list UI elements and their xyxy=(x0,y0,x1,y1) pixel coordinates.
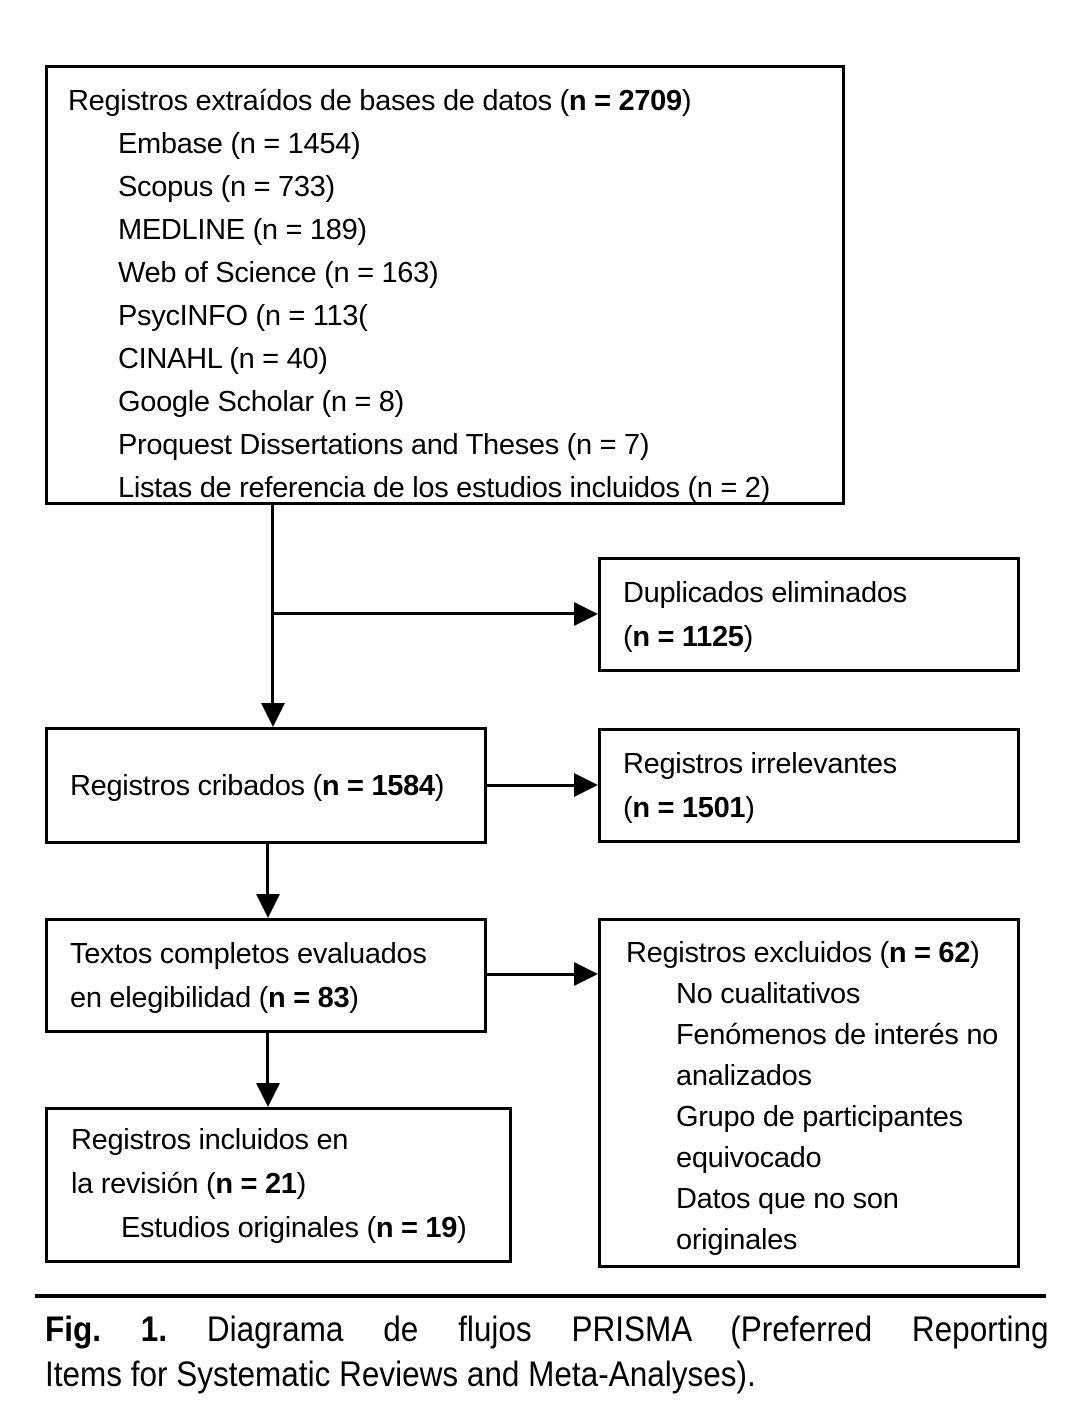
duplicates-count: n = 1125 xyxy=(632,620,744,653)
identification-box: Registros extraídos de bases de datos (n… xyxy=(45,65,845,505)
duplicates-removed-count-line: (n = 1125) xyxy=(623,615,1007,659)
arrowhead-into-screened xyxy=(261,703,285,727)
identification-title-suffix: ) xyxy=(681,85,692,117)
source-item-embase: Embase (n = 1454) xyxy=(118,128,361,160)
source-item-reference-lists: Listas de referencia de los estudios inc… xyxy=(118,472,770,504)
caption-divider xyxy=(35,1294,1046,1298)
source-item-web-of-science: Web of Science (n = 163) xyxy=(118,257,439,289)
exclusion-reason-phenomena: Fenómenos de interés no analizados xyxy=(676,1019,998,1092)
exclusion-reason-not-original: Datos que no son originales xyxy=(676,1183,899,1256)
figure-caption: Fig. 1. Diagrama de flujos PRISMA (Prefe… xyxy=(45,1307,1049,1397)
arrowhead-into-irrelevant xyxy=(574,773,598,797)
duplicates-removed-label: Duplicados eliminados xyxy=(623,576,907,609)
records-excluded-box: Registros excluidos (n = 62) No cualitat… xyxy=(598,918,1020,1268)
records-included-box: Registros incluidos en la revisión (n = … xyxy=(45,1107,512,1263)
original-studies-label: Estudios originales ( xyxy=(121,1212,376,1244)
records-excluded-label: Registros excluidos ( xyxy=(626,937,889,969)
included-line2-suffix: ) xyxy=(296,1168,307,1200)
exclusion-reason-wrong-group: Grupo de participantes equivocado xyxy=(676,1101,963,1174)
original-studies-count: n = 19 xyxy=(375,1212,458,1244)
source-item-google-scholar: Google Scholar (n = 8) xyxy=(118,386,404,418)
source-item-medline: MEDLINE (n = 189) xyxy=(118,214,367,246)
duplicates-removed-box: Duplicados eliminados (n = 1125) xyxy=(598,557,1020,672)
figure-caption-line1: Fig. 1. Diagrama de flujos PRISMA (Prefe… xyxy=(45,1307,1049,1352)
connector-screened-to-fulltext xyxy=(266,844,269,896)
arrowhead-into-fulltext xyxy=(256,894,280,918)
included-count: n = 21 xyxy=(215,1168,297,1200)
source-item-scopus: Scopus (n = 733) xyxy=(118,171,335,203)
records-excluded-count: n = 62 xyxy=(888,937,971,969)
records-screened-box: Registros cribados (n = 1584) xyxy=(45,727,487,844)
irrelevant-count-prefix: ( xyxy=(623,791,633,824)
exclusion-reason-not-qualitative: No cualitativos xyxy=(676,978,861,1010)
irrelevant-count-suffix: ) xyxy=(745,791,755,824)
identification-count: n = 2709 xyxy=(568,85,682,117)
irrelevant-records-label: Registros irrelevantes xyxy=(623,747,897,780)
records-screened-count: n = 1584 xyxy=(321,769,435,802)
fulltext-count: n = 83 xyxy=(268,981,350,1014)
fulltext-line2-prefix: en elegibilidad ( xyxy=(70,981,269,1014)
records-included-line1: Registros incluidos en xyxy=(71,1124,349,1156)
irrelevant-records-count-line: (n = 1501) xyxy=(623,786,1007,830)
connector-fulltext-to-included xyxy=(266,1033,269,1085)
irrelevant-count: n = 1501 xyxy=(632,791,746,824)
figure-caption-line2: Items for Systematic Reviews and Meta-An… xyxy=(45,1355,756,1394)
included-line2-prefix: la revisión ( xyxy=(71,1168,216,1200)
identification-title-text: Registros extraídos de bases de datos ( xyxy=(68,85,569,117)
fulltext-assessed-box: Textos completos evaluados en elegibilid… xyxy=(45,918,487,1033)
arrowhead-into-duplicates xyxy=(574,602,598,626)
duplicates-count-suffix: ) xyxy=(743,620,754,653)
source-item-psycinfo: PsycINFO (n = 113( xyxy=(118,300,368,332)
duplicates-count-prefix: ( xyxy=(623,620,633,653)
irrelevant-records-box: Registros irrelevantes (n = 1501) xyxy=(598,728,1020,843)
fulltext-assessed-line2: en elegibilidad (n = 83) xyxy=(70,976,478,1020)
figure-caption-text: Diagrama de flujos PRISMA (Preferred Rep… xyxy=(167,1310,1049,1349)
records-screened-label: Registros cribados ( xyxy=(70,769,322,802)
fulltext-assessed-line1: Textos completos evaluados xyxy=(70,937,427,970)
connector-screened-to-irrelevant xyxy=(487,784,574,787)
source-item-proquest: Proquest Dissertations and Theses (n = 7… xyxy=(118,429,650,461)
arrowhead-into-excluded xyxy=(574,962,598,986)
arrowhead-into-included xyxy=(256,1083,280,1107)
original-studies-line: Estudios originales (n = 19) xyxy=(121,1206,505,1250)
identification-title: Registros extraídos de bases de datos (n… xyxy=(68,80,830,123)
connector-identification-to-screened xyxy=(271,505,274,705)
records-screened-suffix: ) xyxy=(434,769,445,802)
records-screened-line: Registros cribados (n = 1584) xyxy=(70,764,478,808)
source-item-cinahl: CINAHL (n = 40) xyxy=(118,343,328,375)
original-studies-suffix: ) xyxy=(457,1212,467,1244)
connector-branch-to-duplicates xyxy=(271,612,574,615)
figure-label: Fig. 1. xyxy=(45,1310,168,1349)
records-included-line2: la revisión (n = 21) xyxy=(71,1162,505,1206)
records-excluded-suffix: ) xyxy=(970,937,980,969)
records-excluded-title: Registros excluidos (n = 62) xyxy=(626,933,1003,974)
fulltext-line2-suffix: ) xyxy=(349,981,359,1014)
connector-fulltext-to-excluded xyxy=(487,973,574,976)
